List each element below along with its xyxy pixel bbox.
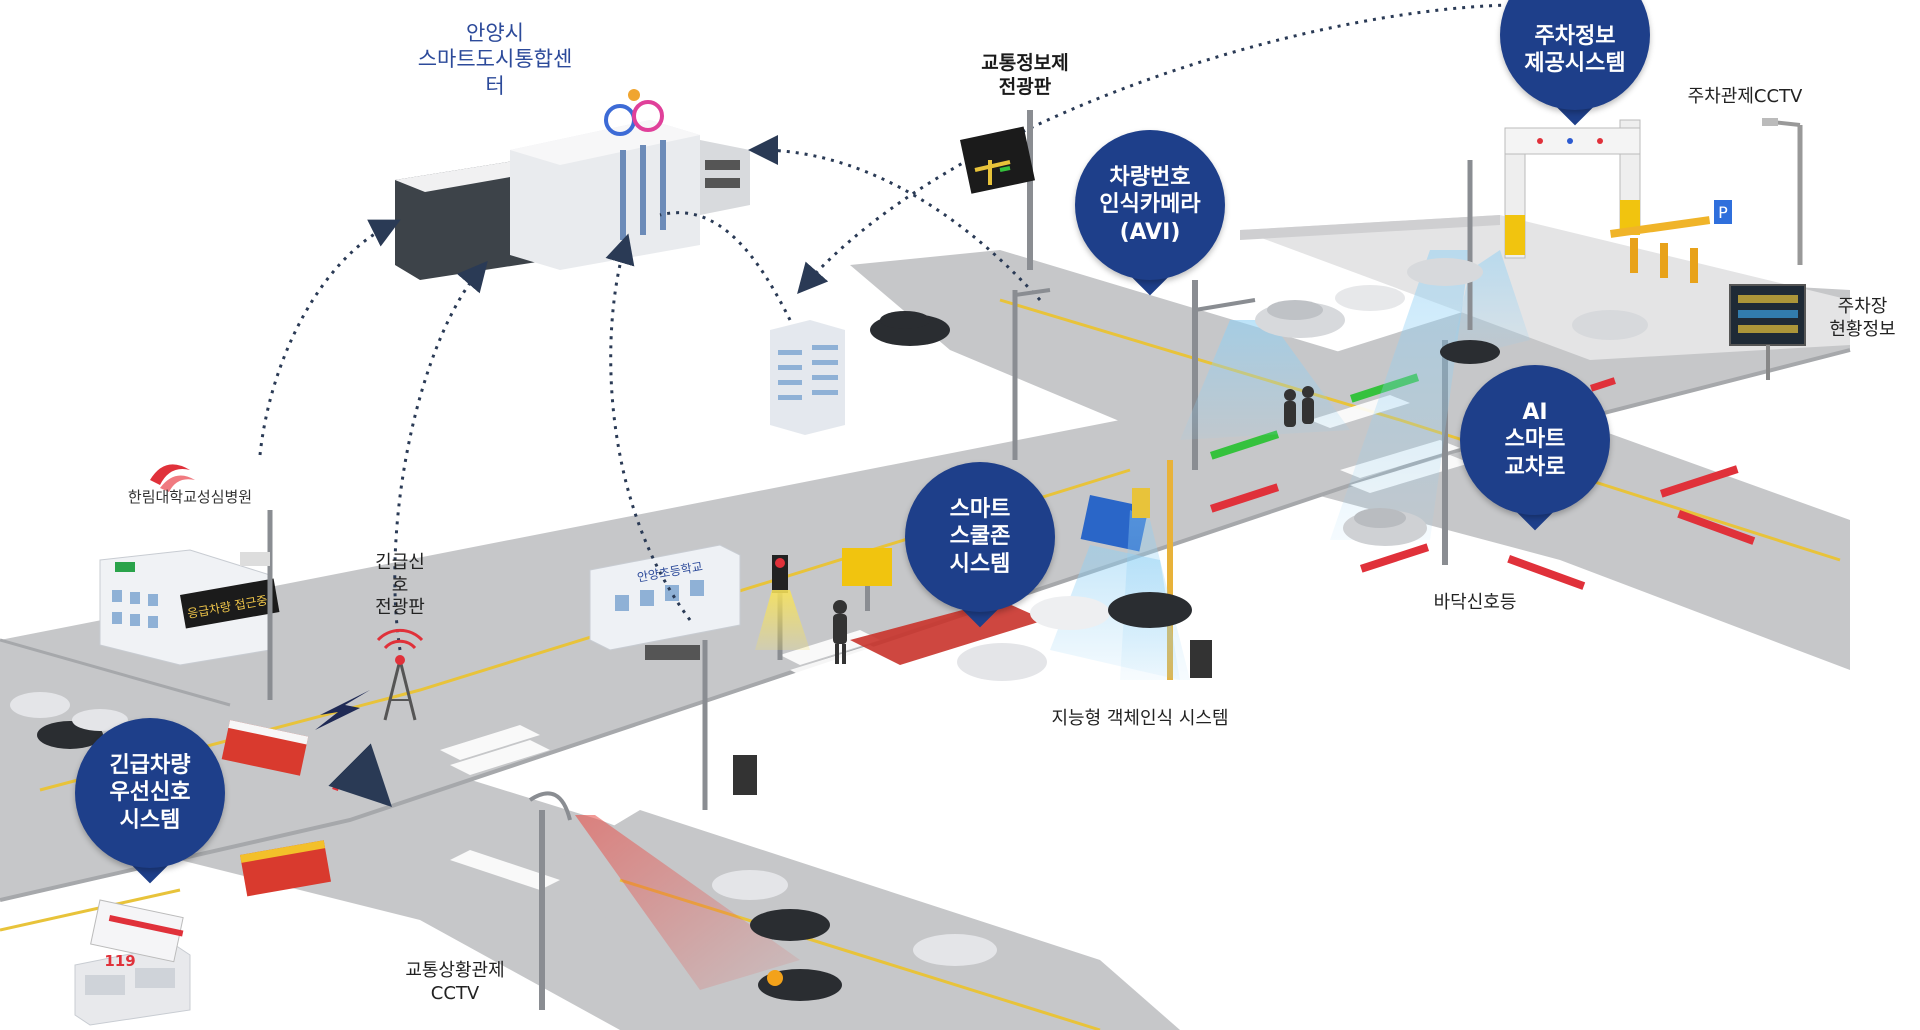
connection-arrow-icon bbox=[393, 260, 488, 651]
connection-arrow-icon bbox=[605, 233, 692, 621]
pin-avi-camera: 차량번호 인식카메라 (AVI) bbox=[1075, 130, 1225, 300]
emergency-board-label: 긴급신 호 전광판 bbox=[375, 552, 425, 618]
parking-p-icon bbox=[1714, 200, 1732, 224]
school-crosswalk-signal bbox=[755, 548, 892, 660]
fire-station-sign: 119 bbox=[104, 952, 136, 970]
traffic-cctv-pole bbox=[528, 791, 800, 1010]
control-center-building bbox=[395, 89, 750, 280]
lightning-icon bbox=[315, 690, 370, 730]
traffic-board-label: 교통정보제 전광판 bbox=[981, 52, 1069, 98]
hospital-building bbox=[99, 464, 280, 700]
connection-arrow-icon bbox=[258, 219, 401, 456]
hospital-sign-board bbox=[180, 578, 280, 629]
pin-parking-info-text: 주차정보 제공시스템 bbox=[1524, 23, 1626, 77]
ambulance bbox=[90, 899, 184, 963]
pin-smart-school-zone-text: 스마트 스쿨존 시스템 bbox=[949, 496, 1011, 577]
fire-station-building bbox=[74, 944, 191, 1026]
parking-cctv-label: 주차관제CCTV bbox=[1687, 86, 1803, 107]
pin-ai-intersection-text: AI 스마트 교차로 bbox=[1504, 399, 1566, 480]
floor-signal-label: 바닥신호등 bbox=[1433, 592, 1517, 613]
vehicles bbox=[10, 258, 1648, 1001]
school-zone-area bbox=[850, 600, 1045, 665]
traffic-info-board bbox=[960, 110, 1036, 270]
parking-status-label: 주차장 현황정보 bbox=[1829, 296, 1896, 340]
fire-truck bbox=[240, 840, 332, 897]
pole-near-road bbox=[645, 288, 1051, 810]
parking-lot: P bbox=[1240, 118, 1850, 380]
antenna-icon bbox=[376, 628, 424, 721]
connection-arrows bbox=[258, 3, 1511, 651]
fire-truck bbox=[221, 719, 309, 776]
traffic-cctv-label: 교통상황관제 CCTV bbox=[405, 960, 505, 1004]
pin-avi-camera-text: 차량번호 인식카메라 (AVI) bbox=[1099, 164, 1201, 245]
pin-ai-intersection: AI 스마트 교차로 bbox=[1460, 365, 1610, 535]
pin-emergency-signal-text: 긴급차량 우선신호 시스템 bbox=[109, 752, 191, 833]
hospital-label: 한림대학교성심병원 bbox=[127, 488, 253, 506]
svg-text:P: P bbox=[1718, 203, 1728, 222]
school-building bbox=[589, 544, 741, 651]
pin-parking-info: 주차정보 제공시스템 bbox=[1500, 0, 1650, 130]
city-office-building bbox=[770, 320, 845, 435]
connection-arrow-icon bbox=[748, 135, 1042, 302]
pedestrians bbox=[833, 386, 1314, 664]
object-detection-label: 지능형 객체인식 시스템 bbox=[1051, 708, 1229, 729]
control-center-label: 안양시 스마트도시통합센 터 bbox=[417, 21, 573, 98]
pin-emergency-signal: 긴급차량 우선신호 시스템 bbox=[75, 718, 225, 888]
pin-smart-school-zone: 스마트 스쿨존 시스템 bbox=[905, 462, 1055, 632]
